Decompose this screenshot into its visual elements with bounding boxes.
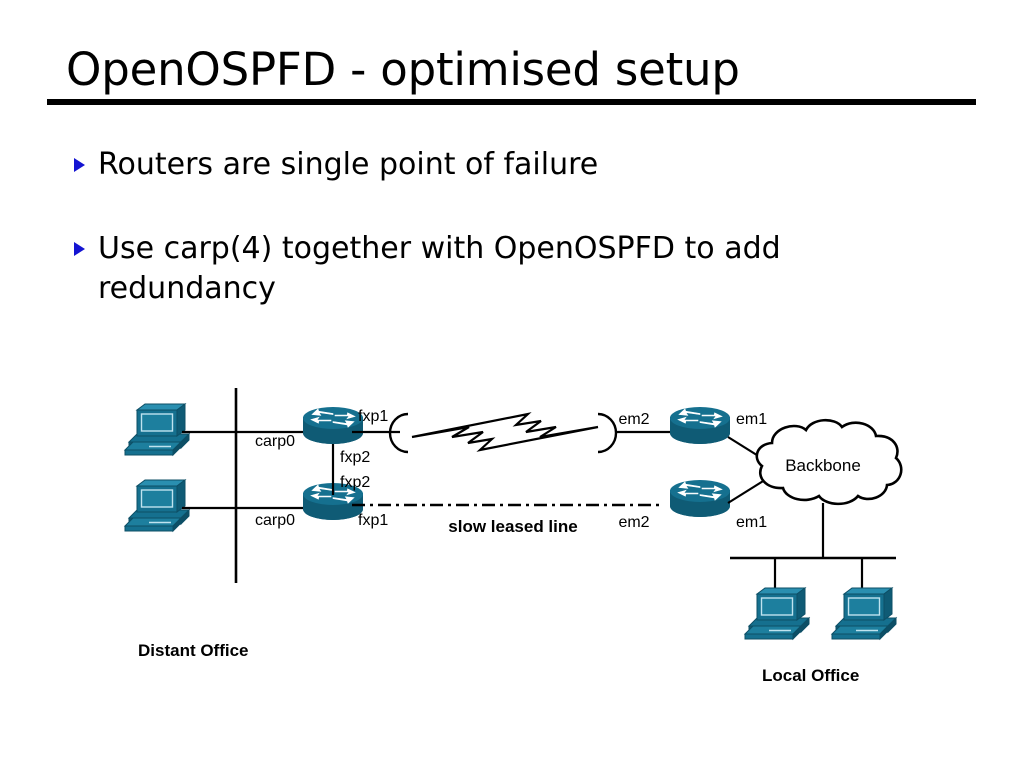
local-office-label: Local Office (762, 666, 859, 685)
interface-label-em2-bottom: em2 (618, 514, 649, 531)
pc-distant-1-icon (124, 403, 190, 456)
interface-label-em2-top: em2 (618, 411, 649, 428)
interface-label-carp0-bottom: carp0 (255, 512, 295, 529)
router-distant-1-icon (302, 406, 364, 445)
list-item: Use carp(4) together with OpenOSPFD to a… (74, 229, 954, 309)
wan-arc-right (597, 412, 618, 454)
link-router-local-1-backbone (727, 436, 769, 463)
bullet-text: Routers are single point of failure (98, 147, 599, 182)
interface-label-fxp1-top: fxp1 (358, 408, 388, 425)
interface-label-fxp2-bottom: fxp2 (340, 474, 370, 491)
backbone-label: Backbone (785, 456, 861, 475)
interface-label-em1-top: em1 (736, 411, 767, 428)
list-item: Routers are single point of failure (74, 145, 954, 185)
wan-arc-left (388, 412, 409, 454)
router-distant-2-icon (302, 482, 364, 521)
title-underline-rule (47, 99, 976, 105)
backbone-cloud-icon (755, 418, 903, 506)
interface-label-carp0-top: carp0 (255, 433, 295, 450)
pc-distant-2-icon (124, 479, 190, 532)
link-router-local-2-backbone (727, 477, 769, 504)
pc-local-1-icon (744, 587, 810, 640)
slow-leased-line-label: slow leased line (448, 517, 577, 536)
wan-lightning-icon (411, 412, 599, 452)
bullet-text: Use carp(4) together with OpenOSPFD to a… (98, 231, 781, 306)
router-local-2-icon (669, 479, 731, 518)
distant-office-label: Distant Office (138, 641, 249, 660)
interface-label-fxp1-bottom: fxp1 (358, 512, 388, 529)
triangle-right-icon (74, 158, 88, 172)
triangle-right-icon (74, 242, 88, 256)
bullet-list: Routers are single point of failure Use … (74, 145, 954, 353)
pc-local-2-icon (831, 587, 897, 640)
router-local-1-icon (669, 406, 731, 445)
interface-label-fxp2-top: fxp2 (340, 449, 370, 466)
interface-label-em1-bottom: em1 (736, 514, 767, 531)
page-title: OpenOSPFD - optimised setup (66, 43, 740, 96)
